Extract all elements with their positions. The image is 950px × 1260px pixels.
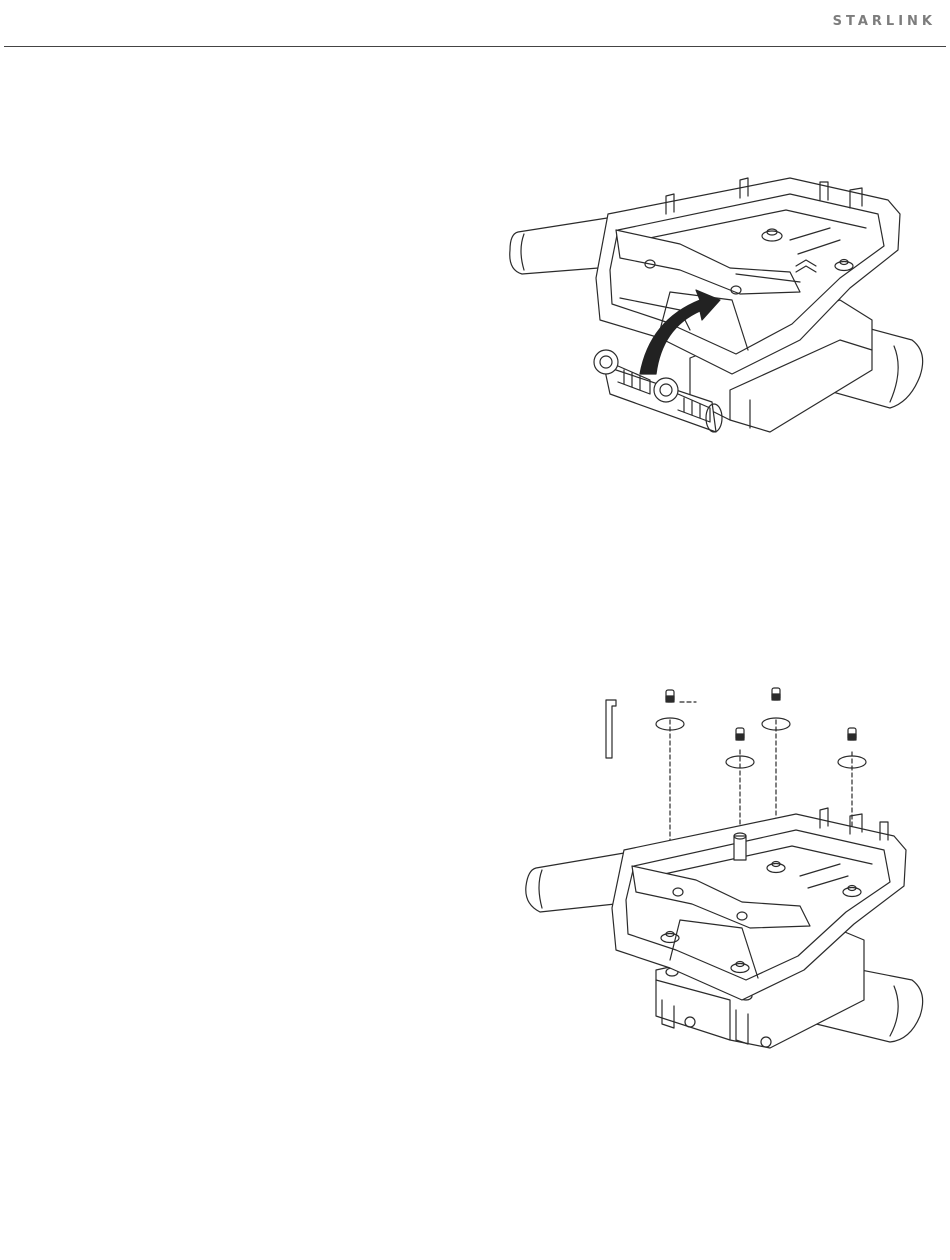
hex-key-icon: [606, 700, 616, 758]
brand-logo: STARLINK: [833, 14, 936, 29]
figure-1: [500, 170, 940, 460]
screw-icon: [772, 688, 780, 700]
page-header: STARLINK: [0, 0, 950, 48]
mount-bracket-illustration: [520, 680, 940, 1080]
screw-icon: [848, 728, 856, 740]
header-divider: [4, 46, 946, 47]
screw-icon: [736, 728, 744, 740]
screw-icon: [666, 690, 674, 702]
figure-2: [520, 680, 940, 1080]
mount-bracket-illustration: [500, 170, 940, 460]
